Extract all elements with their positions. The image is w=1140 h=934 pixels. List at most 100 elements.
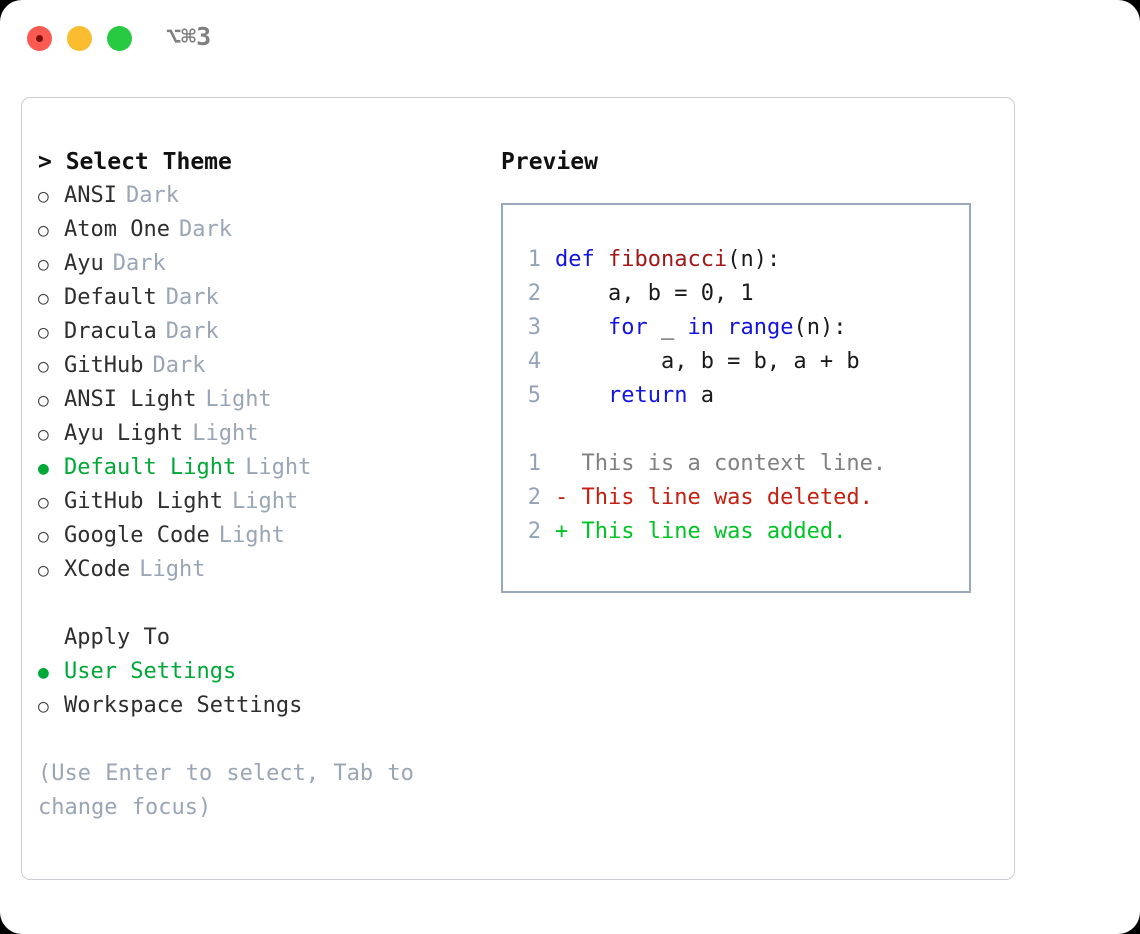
theme-option-variant: Light xyxy=(231,489,299,514)
theme-option-1[interactable]: ○ Atom One Dark xyxy=(38,213,478,247)
theme-option-9[interactable]: ○ GitHub Light Light xyxy=(38,485,478,519)
theme-option-label: ANSI xyxy=(64,183,117,208)
diff-line-text: This is a context line. xyxy=(555,451,887,476)
code-token-plain: _ xyxy=(647,315,688,340)
diff-line-add: 2 + This line was added. xyxy=(519,515,886,549)
theme-option-label: ANSI Light xyxy=(64,387,197,412)
radio-selected-icon: ● xyxy=(38,458,49,479)
radio-unselected-icon: ○ xyxy=(38,696,49,717)
theme-option-label: Default xyxy=(64,285,157,310)
theme-option-label: GitHub xyxy=(64,353,144,378)
radio-unselected-icon: ○ xyxy=(38,526,49,547)
window-title-shortcut: ⌥⌘3 xyxy=(166,22,212,51)
theme-option-label: Default Light xyxy=(64,455,237,480)
code-diff-spacer xyxy=(519,413,886,447)
code-token-kw: range xyxy=(727,315,794,340)
line-number: 1 xyxy=(527,247,541,272)
apply-to-option-label: User Settings xyxy=(64,659,237,684)
code-token-plain: a, b = b, a + b xyxy=(555,349,860,374)
radio-unselected-icon: ○ xyxy=(38,288,49,309)
radio-unselected-icon: ○ xyxy=(38,186,49,207)
theme-option-label: XCode xyxy=(64,557,131,582)
radio-unselected-icon: ○ xyxy=(38,220,49,241)
code-line: 3 for _ in range(n): xyxy=(519,311,886,345)
line-number: 5 xyxy=(527,383,541,408)
line-number: 3 xyxy=(527,315,541,340)
radio-unselected-icon: ○ xyxy=(38,560,49,581)
radio-unselected-icon: ○ xyxy=(38,254,49,275)
minimize-button[interactable] xyxy=(67,26,92,51)
theme-option-label: Atom One xyxy=(64,217,170,242)
code-line: 2 a, b = 0, 1 xyxy=(519,277,886,311)
code-token-plain xyxy=(714,311,727,345)
line-number: 4 xyxy=(527,349,541,374)
radio-unselected-icon: ○ xyxy=(38,424,49,445)
line-number: 1 xyxy=(527,451,541,476)
section-spacer xyxy=(38,587,478,621)
theme-option-variant: Dark xyxy=(165,319,219,344)
apply-to-list[interactable]: ● User Settings ○ Workspace Settings xyxy=(38,655,478,723)
keyboard-hint: (Use Enter to select, Tab to change focu… xyxy=(38,761,414,820)
theme-option-label: GitHub Light xyxy=(64,489,223,514)
theme-option-6[interactable]: ○ ANSI Light Light xyxy=(38,383,478,417)
theme-option-8[interactable]: ● Default Light Light xyxy=(38,451,478,485)
radio-unselected-icon: ○ xyxy=(38,356,49,377)
apply-to-option-1[interactable]: ○ Workspace Settings xyxy=(38,689,478,723)
diff-line-del: 2 - This line was deleted. xyxy=(519,481,886,515)
code-token-kw: in xyxy=(687,315,714,340)
radio-unselected-icon: ○ xyxy=(38,492,49,513)
theme-option-variant: Dark xyxy=(152,353,206,378)
code-token-kw: return xyxy=(607,383,688,408)
apply-to-option-0[interactable]: ● User Settings xyxy=(38,655,478,689)
theme-option-variant: Light xyxy=(205,387,272,412)
diff-line-ctx: 1 This is a context line. xyxy=(519,447,886,481)
theme-option-label: Ayu xyxy=(64,251,104,276)
theme-option-5[interactable]: ○ GitHub Dark xyxy=(38,349,478,383)
title-bar: ⌥⌘3 xyxy=(0,0,1140,78)
theme-option-11[interactable]: ○ XCode Light xyxy=(38,553,478,587)
theme-option-variant: Dark xyxy=(165,285,219,310)
theme-option-3[interactable]: ○ Default Dark xyxy=(38,281,478,315)
theme-option-2[interactable]: ○ Ayu Dark xyxy=(38,247,478,281)
theme-option-10[interactable]: ○ Google Code Light xyxy=(38,519,478,553)
theme-option-variant: Dark xyxy=(112,251,166,276)
code-token-kw: def xyxy=(555,247,608,272)
apply-to-option-label: Workspace Settings xyxy=(64,693,303,718)
radio-unselected-icon: ○ xyxy=(38,390,49,411)
apply-to-title: Apply To xyxy=(64,625,170,650)
line-number: 2 xyxy=(527,281,541,306)
theme-option-variant: Light xyxy=(245,455,312,480)
code-token-plain: (n): xyxy=(793,315,847,340)
radio-selected-icon: ● xyxy=(38,662,49,683)
theme-option-label: Ayu Light xyxy=(64,421,184,446)
code-line: 4 a, b = b, a + b xyxy=(519,345,886,379)
diff-line-text: + This line was added. xyxy=(555,519,847,544)
theme-option-label: Dracula xyxy=(64,319,157,344)
code-token-plain: (n): xyxy=(727,247,781,272)
code-token-plain xyxy=(555,311,608,345)
code-token-plain xyxy=(555,379,608,413)
theme-option-variant: Dark xyxy=(178,217,232,242)
line-number: 2 xyxy=(527,519,541,544)
close-button[interactable] xyxy=(27,26,52,51)
theme-option-variant: Light xyxy=(218,523,285,548)
diff-line-text: - This line was deleted. xyxy=(555,485,873,510)
radio-unselected-icon: ○ xyxy=(38,322,49,343)
theme-option-variant: Light xyxy=(139,557,206,582)
code-token-plain: a, b = 0, 1 xyxy=(555,281,754,306)
maximize-button[interactable] xyxy=(107,26,132,51)
theme-option-4[interactable]: ○ Dracula Dark xyxy=(38,315,478,349)
line-number: 2 xyxy=(527,485,541,510)
theme-option-label: Google Code xyxy=(64,523,210,548)
